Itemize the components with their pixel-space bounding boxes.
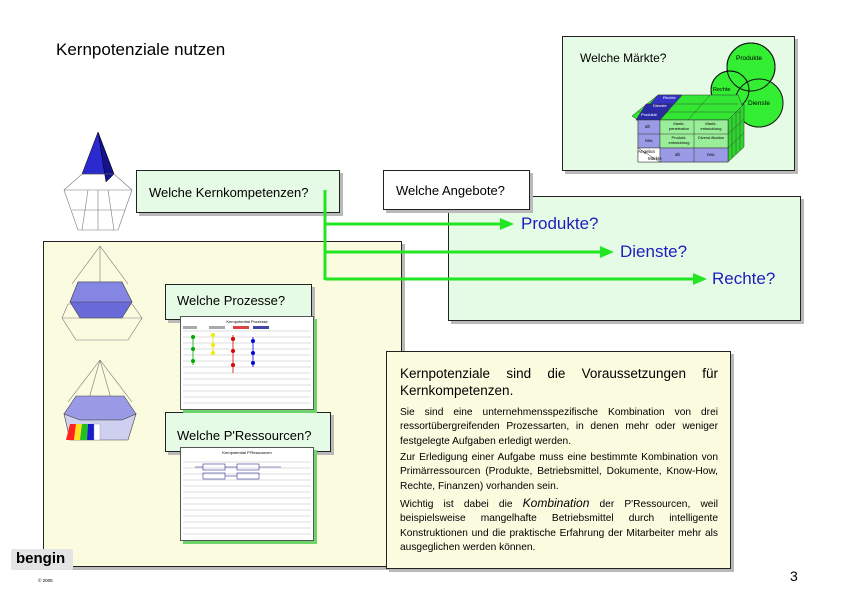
cube-label-angebot: Angebot bbox=[638, 149, 655, 154]
process-table-title: Kernpotential Prozesse bbox=[226, 319, 268, 324]
pyramid-bottom-icon bbox=[63, 359, 137, 441]
venn-produkte-label: Produkte bbox=[736, 55, 763, 62]
kernkompetenzen-box: Welche Kernkompetenzen? bbox=[136, 170, 340, 213]
ressourcen-label: Welche P'Ressourcen? bbox=[177, 428, 312, 443]
explanation-p2: Zur Erledigung einer Aufgabe muss eine b… bbox=[400, 452, 718, 492]
cube-row-neu: neu bbox=[645, 138, 653, 143]
kernkompetenzen-label: Welche Kernkompetenzen? bbox=[149, 185, 309, 200]
cube-cell-marktentwicklung: Markt-entwicklung bbox=[700, 121, 722, 131]
venn-rechte-label: Rechte bbox=[713, 87, 731, 93]
pyramid-middle-icon bbox=[61, 245, 143, 341]
logo-text: bengin bbox=[16, 550, 66, 567]
explanation-p3-post: der P'Ressourcen, weil beispielsweise ma… bbox=[400, 499, 718, 553]
explanation-p3-emphasis: Kombination bbox=[522, 496, 590, 510]
resources-table-title: Kernpotential P'Ressourcen bbox=[222, 450, 272, 455]
explanation-p3: Wichtig ist dabei die Kombination der P'… bbox=[400, 496, 718, 555]
arrow-rechte-head bbox=[693, 273, 707, 285]
venn-dienste-label: Dienste bbox=[748, 100, 771, 107]
cube-label-maerkte: Märkte bbox=[648, 156, 662, 161]
resources-table-thumbnail: Kernpotential P'Ressourcen bbox=[180, 447, 314, 541]
arrow-produkte-head bbox=[500, 218, 514, 230]
cube-cell-marktpenetration: Markt-penetration bbox=[668, 121, 689, 131]
explanation-p3-pre: Wichtig ist dabei die bbox=[400, 499, 523, 510]
prozesse-box: Welche Prozesse? bbox=[165, 284, 312, 320]
page-title: Kernpotenziale nutzen bbox=[56, 40, 226, 59]
offer-rechte: Rechte? bbox=[712, 269, 776, 288]
explanation-heading: Kernpotenziale sind die Voraussetzungen … bbox=[400, 366, 718, 398]
market-cube bbox=[632, 94, 745, 163]
pyramid-top-icon bbox=[63, 131, 133, 231]
offer-dienste: Dienste? bbox=[620, 242, 688, 261]
venn-diagram bbox=[710, 42, 784, 128]
explanation-p1: Sie sind eine unternehmensspezifische Ko… bbox=[400, 407, 718, 447]
prozesse-label: Welche Prozesse? bbox=[177, 293, 286, 308]
offers-panel bbox=[448, 196, 801, 321]
cube-col-alt: alt bbox=[675, 152, 680, 157]
angebote-label: Welche Angebote? bbox=[396, 183, 505, 198]
process-table-thumbnail: Kernpotential Prozesse bbox=[180, 316, 314, 410]
page-number: 3 bbox=[790, 568, 798, 584]
cube-label-produkte: Produkte bbox=[641, 112, 658, 117]
cube-label-rechte: Rechte bbox=[663, 95, 676, 100]
arrow-dienste-head bbox=[600, 246, 614, 258]
copyright: © 2005 bbox=[38, 578, 53, 583]
markets-question: Welche Märkte? bbox=[580, 51, 667, 65]
angebote-box: Welche Angebote? bbox=[383, 170, 530, 210]
cube-row-alt: alt bbox=[645, 124, 650, 129]
explanation-box: Kernpotenziale sind die Voraussetzungen … bbox=[386, 351, 731, 569]
logo-bengin: bengin bbox=[11, 549, 73, 570]
cube-col-neu: neu bbox=[707, 152, 715, 157]
cube-cell-diversifikation: Diversi-fikation bbox=[697, 135, 725, 140]
cube-cell-produktentwicklung: Produkt-entwicklung bbox=[668, 135, 690, 145]
offer-produkte: Produkte? bbox=[521, 214, 599, 233]
cube-label-dienste: Dienste bbox=[653, 103, 667, 108]
ressourcen-box: Welche P'Ressourcen? bbox=[165, 412, 331, 452]
